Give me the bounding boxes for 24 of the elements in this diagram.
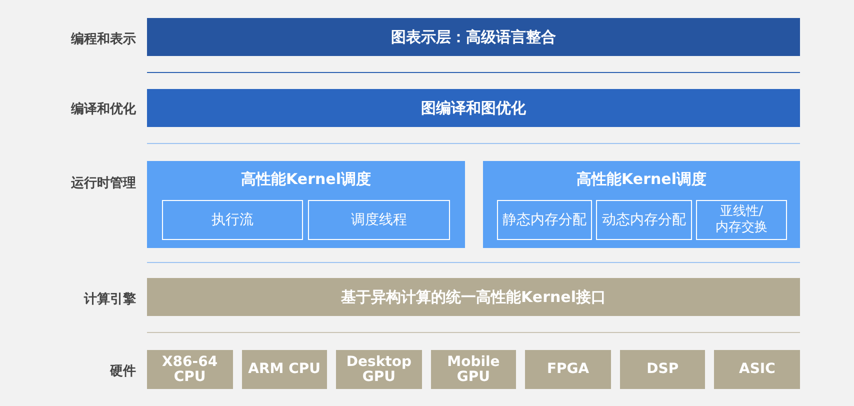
scheduler-panel [483, 161, 800, 248]
layer-label: 硬件 [108, 363, 136, 380]
layer-label: 编译和优化 [70, 100, 136, 118]
layer-label: 计算引擎 [82, 291, 136, 308]
panel-heading: 高性能Kernel调度 [241, 170, 371, 189]
panel-heading: 高性能Kernel调度 [576, 170, 706, 189]
hardware-box: Desktop GPU [336, 350, 422, 389]
scheduler-panel [147, 161, 465, 248]
hardware-box: ASIC [714, 350, 800, 389]
module-box: 执行流 [162, 200, 303, 240]
layer-bar: 图表示层：高级语言整合 [147, 18, 800, 56]
hardware-box: Mobile GPU [430, 350, 516, 389]
layer-bar: 基于异构计算的统一高性能Kernel接口 [147, 278, 800, 316]
hardware-box: X86-64 CPU [147, 350, 233, 389]
layer-label: 运行时管理 [70, 175, 136, 192]
module-box: 调度线程 [308, 200, 450, 240]
module-box: 静态内存分配 [497, 200, 592, 240]
hardware-box: FPGA [525, 350, 611, 389]
hardware-box: ARM CPU [242, 350, 328, 389]
module-box: 亚线性/内存交换 [696, 200, 787, 240]
module-box: 动态内存分配 [596, 200, 692, 240]
hardware-box: DSP [620, 350, 706, 389]
layer-bar: 图编译和图优化 [147, 89, 800, 127]
layer-label: 编程和表示 [70, 30, 136, 48]
